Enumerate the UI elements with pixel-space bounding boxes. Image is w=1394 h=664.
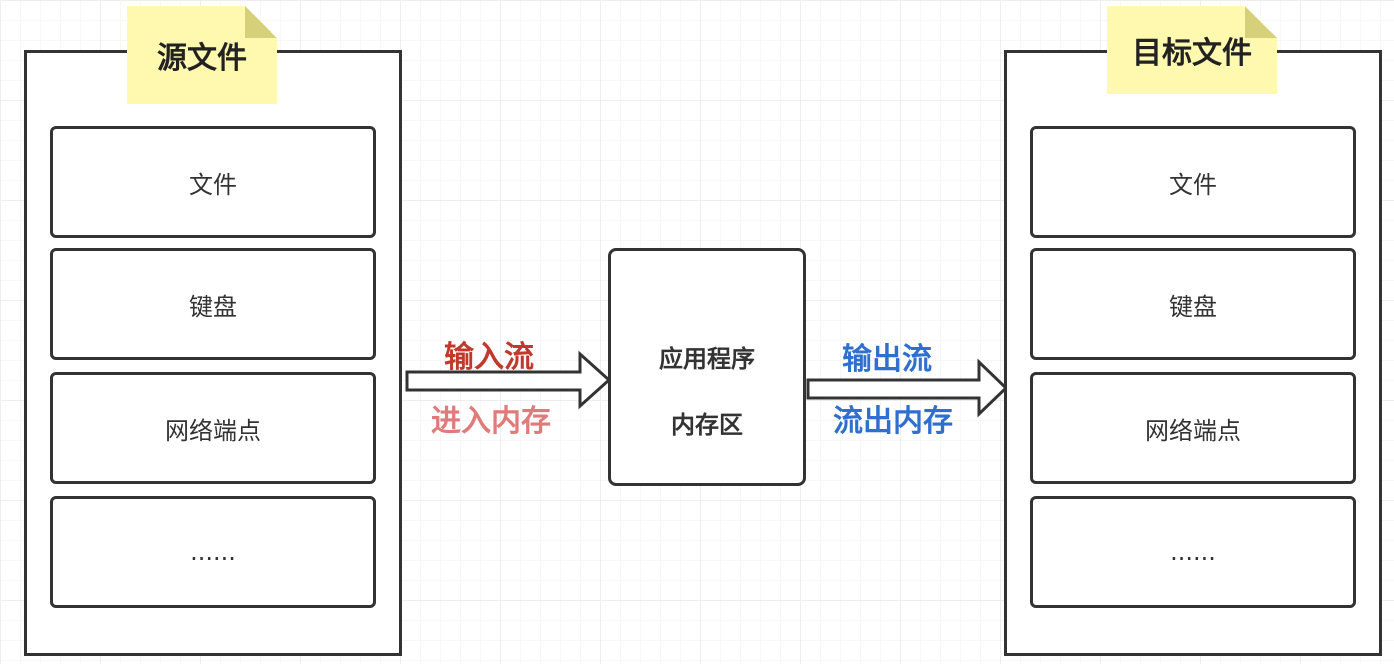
leave-memory-label: 流出内存 (833, 404, 953, 439)
source-item-more: ...... (50, 496, 376, 608)
target-title: 目标文件 (1132, 36, 1252, 71)
output-arrow (806, 358, 1009, 418)
memory-area-label: 内存区 (671, 411, 743, 439)
target-item-label: 网络端点 (1145, 416, 1241, 445)
note-fold-icon (1245, 6, 1277, 38)
source-item-label: ...... (190, 538, 236, 566)
source-item-label: 网络端点 (165, 416, 261, 445)
source-item-label: 文件 (189, 170, 237, 199)
input-arrow (405, 350, 612, 410)
target-item-network: 网络端点 (1030, 372, 1356, 484)
source-item-label: 键盘 (189, 292, 237, 321)
app-label: 应用程序 (659, 345, 755, 373)
input-stream-label: 输入流 (444, 340, 534, 375)
source-title: 源文件 (157, 41, 247, 76)
source-title-note: 源文件 (127, 6, 277, 104)
enter-memory-label: 进入内存 (431, 404, 551, 439)
target-item-label: ...... (1170, 538, 1216, 566)
target-item-file: 文件 (1030, 126, 1356, 238)
source-item-keyboard: 键盘 (50, 248, 376, 360)
output-stream-label: 输出流 (842, 342, 932, 377)
target-item-label: 键盘 (1169, 292, 1217, 321)
target-item-label: 文件 (1169, 170, 1217, 199)
app-memory-box: 应用程序 内存区 (608, 248, 806, 486)
note-fold-icon (245, 6, 277, 38)
target-title-note: 目标文件 (1107, 6, 1277, 94)
target-item-more: ...... (1030, 496, 1356, 608)
source-item-network: 网络端点 (50, 372, 376, 484)
source-item-file: 文件 (50, 126, 376, 238)
target-item-keyboard: 键盘 (1030, 248, 1356, 360)
